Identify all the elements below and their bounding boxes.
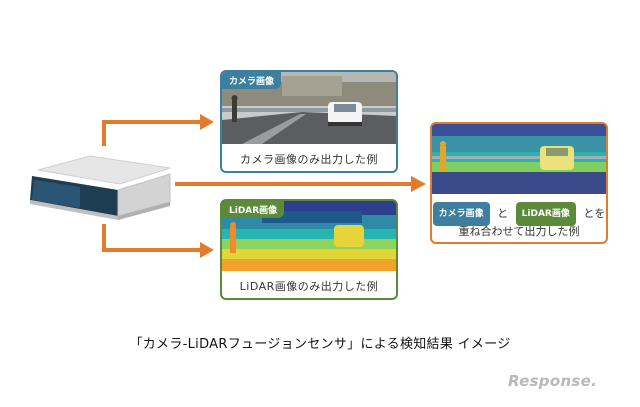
fused-description: カメラ画像 と LiDAR画像 とを	[432, 202, 606, 226]
lidar-image-pill: LiDAR画像	[515, 202, 576, 226]
lidar-tag: LiDAR画像	[222, 201, 285, 218]
response-logo: Response.	[508, 372, 632, 398]
fused-suffix: とを	[583, 207, 606, 220]
lidar-panel: LiDAR画像 LiDAR画像のみ出力した例	[220, 199, 398, 300]
fused-image	[432, 124, 606, 194]
arrow-to-fused	[175, 176, 426, 192]
response-logo-text: Response.	[508, 372, 598, 390]
fused-connector: と	[497, 207, 509, 220]
arrow-to-lidar	[102, 224, 214, 258]
fused-description-line2: 重ね合わせて出力した例	[458, 225, 580, 238]
camera-image-pill: カメラ画像	[432, 202, 490, 226]
arrow-to-camera	[102, 114, 214, 146]
figure-caption: 「カメラ-LiDARフュージョンセンサ」による検知結果 イメージ	[129, 337, 511, 352]
fused-panel: カメラ画像 と LiDAR画像 とを 重ね合わせて出力した例	[430, 122, 608, 244]
camera-panel: カメラ画像 カメラ画像のみ出力した例	[220, 70, 398, 173]
lidar-sensor-device	[30, 155, 171, 220]
camera-tag: カメラ画像	[222, 72, 282, 89]
camera-caption: カメラ画像のみ出力した例	[240, 153, 378, 166]
lidar-caption: LiDAR画像のみ出力した例	[239, 280, 379, 293]
